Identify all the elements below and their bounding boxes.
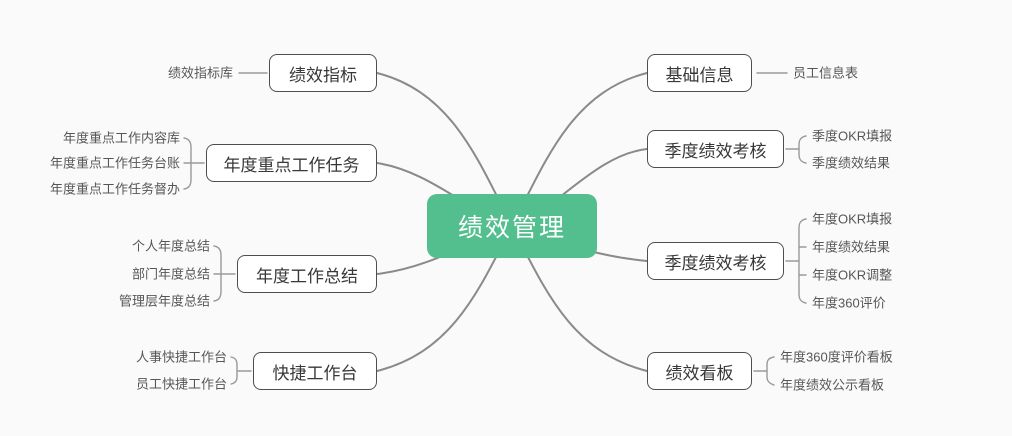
- leaf-annual-perf-public-board[interactable]: 年度绩效公示看板: [780, 377, 885, 393]
- leaf-key-task-ledger[interactable]: 年度重点工作任务台账: [49, 155, 180, 171]
- branch-performance-dashboard[interactable]: 绩效看板: [647, 352, 752, 390]
- branch-annual-work-summary[interactable]: 年度工作总结: [237, 255, 377, 293]
- leaf-annual-360-eval-board[interactable]: 年度360度评价看板: [780, 349, 893, 365]
- leaf-key-task-supervision[interactable]: 年度重点工作任务督办: [49, 181, 180, 197]
- leaf-quarterly-perf-results[interactable]: 季度绩效结果: [812, 155, 891, 171]
- leaf-annual-360-evaluation[interactable]: 年度360评价: [812, 295, 886, 311]
- leaf-indicator-library[interactable]: 绩效指标库: [167, 65, 233, 81]
- branch-quick-workbench[interactable]: 快捷工作台: [253, 352, 377, 390]
- branch-performance-indicators[interactable]: 绩效指标: [269, 54, 377, 92]
- leaf-key-task-content-lib[interactable]: 年度重点工作内容库: [62, 130, 180, 146]
- leaf-employee-quick-workbench[interactable]: 员工快捷工作台: [135, 376, 227, 392]
- leaf-employee-info-table[interactable]: 员工信息表: [793, 65, 859, 81]
- bracket-l4: [230, 356, 238, 385]
- leaf-annual-okr-filing[interactable]: 年度OKR填报: [812, 211, 893, 227]
- leaf-personal-annual-summary[interactable]: 个人年度总结: [131, 238, 210, 254]
- branch-basic-info[interactable]: 基础信息: [647, 54, 752, 92]
- branch-quarterly-performance-review-2[interactable]: 季度绩效考核: [647, 242, 784, 280]
- leaf-annual-okr-adjustment[interactable]: 年度OKR调整: [812, 267, 893, 283]
- leaf-hr-quick-workbench[interactable]: 人事快捷工作台: [135, 349, 227, 365]
- leaf-annual-perf-results[interactable]: 年度绩效结果: [812, 239, 891, 255]
- branch-annual-key-tasks[interactable]: 年度重点工作任务: [206, 144, 377, 182]
- bracket-r4: [766, 356, 775, 386]
- bracket-r3: [798, 218, 807, 304]
- branch-quarterly-performance-review[interactable]: 季度绩效考核: [647, 130, 784, 168]
- bracket-r2: [798, 135, 807, 164]
- root-node-performance-management[interactable]: 绩效管理: [427, 194, 597, 258]
- leaf-quarterly-okr-filing[interactable]: 季度OKR填报: [812, 128, 893, 144]
- leaf-management-annual-summary[interactable]: 管理层年度总结: [118, 293, 210, 309]
- leaf-department-annual-summary[interactable]: 部门年度总结: [131, 266, 210, 282]
